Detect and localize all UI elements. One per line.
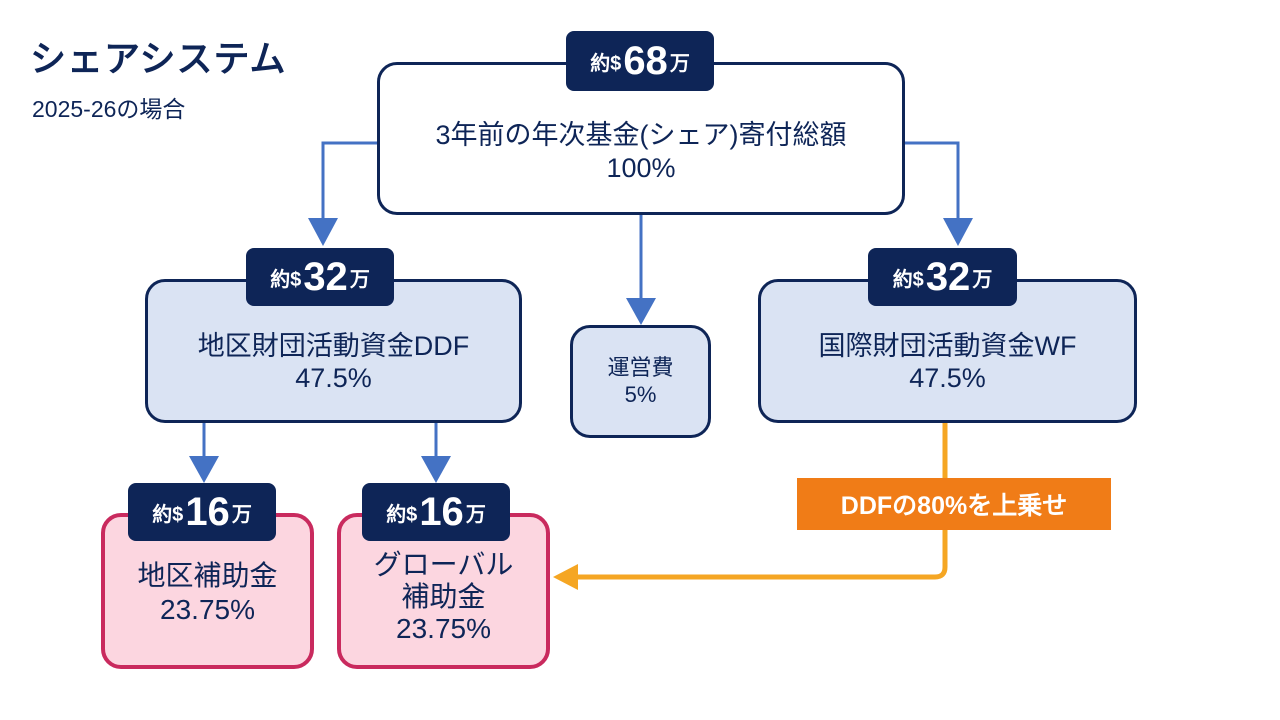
page-title: シェアシステム (30, 38, 287, 79)
ops-percent: 5% (624, 381, 657, 407)
ddf-label: 地区財団活動資金DDF (197, 330, 470, 361)
wf-label: 国際財団活動資金WF (818, 330, 1077, 361)
global-grant-label-line1: グローバル (373, 549, 514, 580)
total-label: 3年前の年次基金(シェア)寄付総額 (435, 120, 847, 151)
total-percent: 100% (606, 152, 676, 183)
ops-label: 運営費 (607, 355, 674, 381)
match-label: DDFの80%を上乗せ (797, 478, 1111, 530)
arrow-wf-match (575, 422, 948, 580)
ddf-percent: 47.5% (295, 363, 372, 393)
global-grant-label-line2: 補助金 (401, 581, 486, 613)
arrow-top-to-wf (904, 141, 960, 220)
district-grant-label: 地区補助金 (137, 560, 278, 591)
ops-box: 運営費 5% (570, 325, 711, 438)
global-grant-percent: 23.75% (396, 613, 491, 645)
arrow-top-to-ddf (321, 141, 377, 220)
page-subtitle: 2025-26の場合 (32, 96, 186, 122)
district-grant-percent: 23.75% (160, 593, 255, 625)
wf-percent: 47.5% (909, 363, 986, 393)
